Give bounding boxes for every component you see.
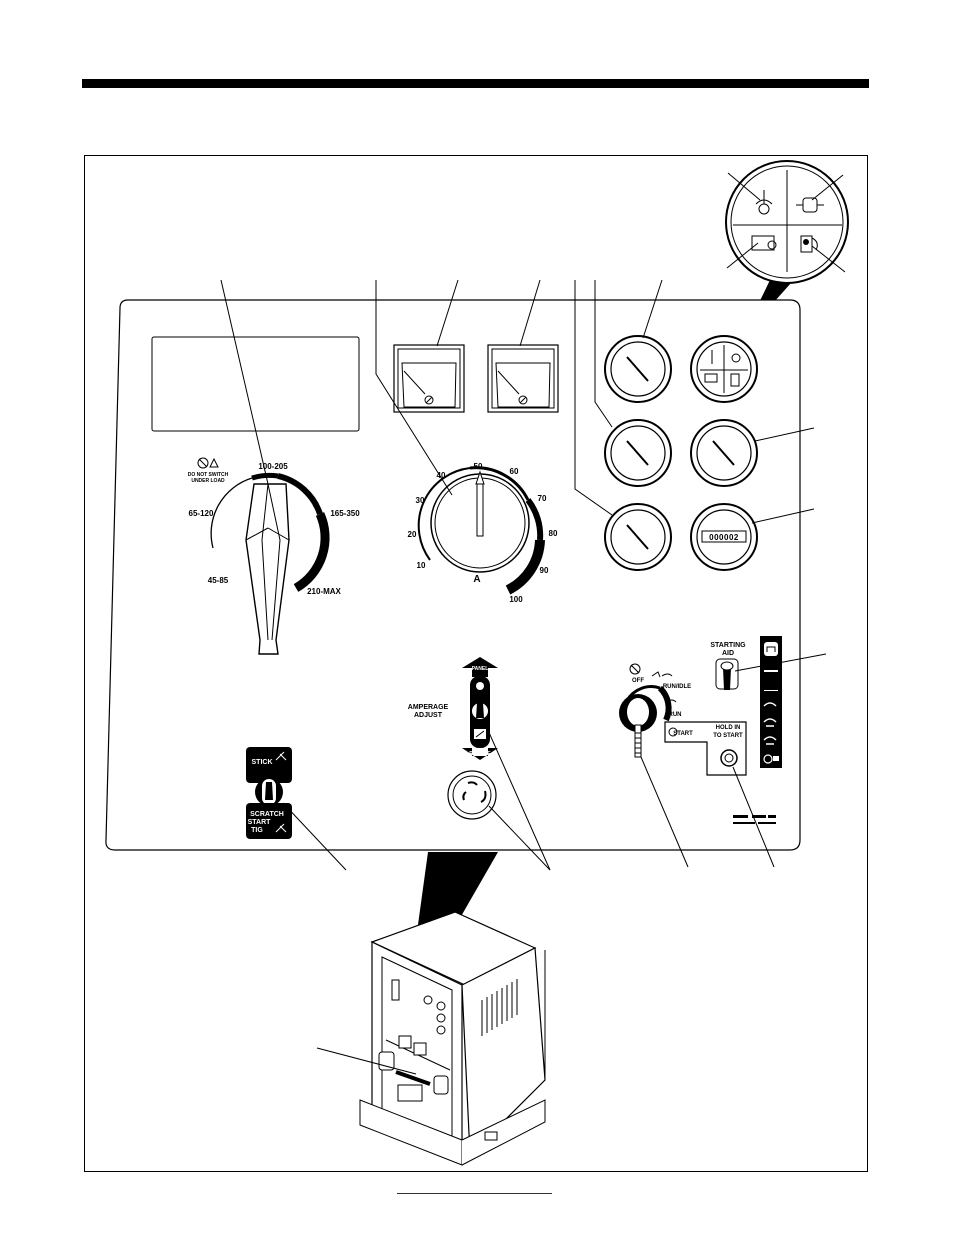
caution-line-2: UNDER LOAD bbox=[191, 478, 225, 484]
start-label: START bbox=[673, 731, 693, 737]
amperage-adjust-line-2: ADJUST bbox=[414, 712, 443, 719]
step-icon-1 bbox=[763, 702, 777, 707]
dial-tick-40: 40 bbox=[437, 471, 446, 480]
dial-tick-100: 100 bbox=[509, 595, 523, 604]
stick-icon bbox=[275, 751, 287, 761]
hour-meter-digits: 000002 bbox=[709, 533, 739, 542]
step-icon-2 bbox=[763, 718, 777, 727]
gauge-middle-left bbox=[604, 419, 672, 487]
start-pushbutton[interactable] bbox=[720, 749, 738, 767]
starting-aid-line-2: AID bbox=[722, 650, 734, 657]
gauge-bottom-left bbox=[604, 503, 672, 571]
fine-amperage-dial[interactable]: 10 20 30 40 50 60 70 80 90 100 A bbox=[375, 280, 558, 604]
starting-instruction-strip bbox=[760, 636, 782, 768]
dial-tick-50: 50 bbox=[474, 462, 483, 471]
remote-label: REMOTE bbox=[469, 751, 491, 757]
caution-line-1: DO NOT SWITCH bbox=[188, 472, 229, 478]
dial-tick-90: 90 bbox=[540, 566, 549, 575]
amp-meter bbox=[487, 279, 559, 413]
panel-icon bbox=[476, 682, 484, 690]
hold-in-line-2: TO START bbox=[713, 733, 743, 739]
range-45-85: 45-85 bbox=[208, 576, 229, 585]
engine-temperature-icon bbox=[755, 190, 773, 215]
scratch-label-2: START bbox=[248, 819, 272, 826]
off-icon bbox=[629, 663, 641, 675]
volt-meter bbox=[393, 279, 465, 413]
oil-pressure-icon bbox=[796, 197, 824, 213]
run-label: RUN bbox=[669, 712, 682, 718]
dial-unit: A bbox=[473, 574, 480, 585]
amperage-range-selector[interactable]: DO NOT SWITCH UNDER LOAD 45-85 65-120 10… bbox=[188, 279, 361, 655]
dial-tick-70: 70 bbox=[538, 494, 547, 503]
scratch-label-1: SCRATCH bbox=[250, 811, 284, 818]
starting-aid-line-1: STARTING bbox=[710, 642, 746, 649]
footer-link[interactable] bbox=[397, 1193, 552, 1194]
remote-receptacle[interactable] bbox=[447, 770, 497, 820]
run-idle-icon bbox=[651, 671, 673, 678]
engine-control-switch[interactable]: OFF RUN/IDLE RUN bbox=[619, 663, 691, 868]
dial-tick-80: 80 bbox=[549, 529, 558, 538]
hour-meter: 000002 bbox=[690, 503, 758, 571]
range-100-205: 100-205 bbox=[258, 462, 288, 471]
dial-tick-30: 30 bbox=[416, 496, 425, 505]
panel-label: PANEL bbox=[472, 666, 489, 672]
run-icon bbox=[665, 699, 677, 703]
tig-icon bbox=[275, 823, 287, 833]
scratch-label-3: TIG bbox=[251, 827, 263, 834]
range-165-350: 165-350 bbox=[330, 509, 360, 518]
top-rule bbox=[82, 79, 869, 88]
run-idle-label: RUN/IDLE bbox=[663, 684, 691, 690]
dial-tick-20: 20 bbox=[408, 530, 417, 539]
amperage-adjust-switch[interactable]: PANEL REMOTE AMPERAGE ADJUST bbox=[408, 657, 498, 760]
engine-gauges: 000002 bbox=[574, 279, 815, 571]
dial-tick-60: 60 bbox=[510, 467, 519, 476]
step-icon-4 bbox=[763, 754, 773, 764]
step-icon-3 bbox=[763, 736, 777, 745]
hold-in-line-1: HOLD IN bbox=[716, 725, 741, 731]
stick-label: STICK bbox=[252, 759, 273, 766]
amperage-adjust-line-1: AMPERAGE bbox=[408, 704, 449, 711]
starting-aid[interactable]: STARTING AID START HOLD IN TO START bbox=[664, 636, 827, 868]
gauge-middle-right bbox=[690, 419, 758, 487]
welder-machine bbox=[316, 911, 546, 1166]
figure-frame bbox=[84, 155, 868, 1172]
fuel-level-icon bbox=[800, 235, 818, 253]
battery-charge-icon bbox=[751, 235, 777, 251]
gauge-top-left bbox=[604, 335, 672, 403]
indicator-light-gauge bbox=[690, 335, 758, 403]
manufacturer-mark bbox=[733, 815, 776, 824]
process-switch[interactable]: STICK SCRATCH START TIG bbox=[246, 747, 347, 871]
caution-icon bbox=[197, 457, 219, 469]
start-icon bbox=[668, 727, 678, 737]
dial-tick-10: 10 bbox=[417, 561, 426, 570]
off-label: OFF bbox=[632, 678, 644, 684]
range-65-120: 65-120 bbox=[189, 509, 214, 518]
range-210-max: 210-MAX bbox=[307, 587, 341, 596]
